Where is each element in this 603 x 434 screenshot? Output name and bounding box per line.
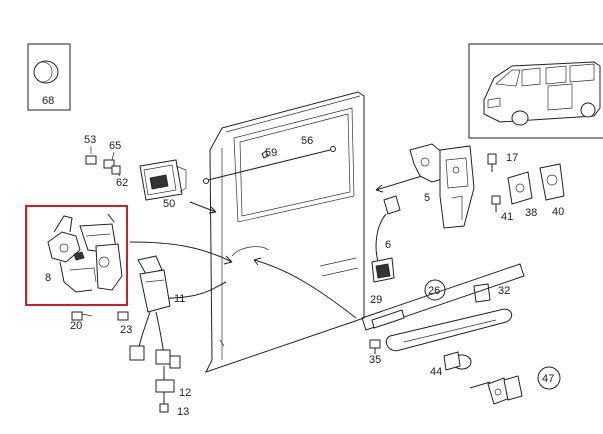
door-panel bbox=[205, 91, 365, 373]
part-6-cable: 6 bbox=[375, 195, 401, 263]
label-65: 65 bbox=[109, 140, 121, 152]
label-23: 23 bbox=[120, 324, 132, 336]
label-13: 13 bbox=[177, 406, 189, 418]
leader-5 bbox=[375, 175, 423, 191]
label-56: 56 bbox=[301, 135, 313, 147]
label-47: 47 bbox=[542, 373, 554, 385]
label-44: 44 bbox=[430, 366, 442, 378]
label-12: 12 bbox=[179, 387, 191, 399]
part-68-cap-inset: 68 bbox=[27, 43, 71, 111]
part-35-screw: 35 bbox=[369, 339, 381, 366]
label-11: 11 bbox=[174, 293, 185, 305]
part-26-32: 26 32 bbox=[424, 279, 510, 303]
label-5: 5 bbox=[424, 192, 430, 204]
arrows bbox=[208, 184, 384, 319]
part-44-cylinder: 44 bbox=[430, 351, 472, 378]
label-50: 50 bbox=[163, 198, 175, 210]
part-29-housing: 29 bbox=[370, 257, 395, 306]
outer-handle-assembly bbox=[361, 263, 525, 352]
highlight-box-part-8 bbox=[25, 205, 128, 306]
label-17: 17 bbox=[506, 152, 518, 164]
leader-50 bbox=[189, 201, 217, 213]
part-5-door-lock: 5 bbox=[409, 143, 475, 229]
part-56-rod: 59 56 bbox=[203, 135, 336, 184]
label-59: 59 bbox=[265, 147, 277, 159]
label-20: 20 bbox=[70, 320, 82, 332]
label-8: 8 bbox=[45, 272, 51, 284]
part-11-actuator: 11 bbox=[137, 255, 185, 313]
label-38: 38 bbox=[525, 207, 537, 219]
label-41: 41 bbox=[501, 211, 513, 223]
part-50-inner-handle: 50 bbox=[139, 159, 187, 210]
label-32: 32 bbox=[498, 285, 510, 297]
part-23-clip: 23 bbox=[117, 311, 132, 336]
label-62: 62 bbox=[116, 177, 128, 189]
part-8-lock-mechanism: 8 bbox=[45, 213, 123, 293]
part-47-keys: 47 bbox=[469, 366, 561, 405]
label-68: 68 bbox=[42, 95, 54, 107]
part-53-65-62-fasteners: 53 65 62 bbox=[84, 134, 128, 189]
label-29: 29 bbox=[370, 294, 382, 306]
part-13-wiring-harness: 12 13 bbox=[129, 311, 191, 418]
part-41-38-40-striker: 41 38 40 bbox=[491, 163, 565, 223]
label-35: 35 bbox=[369, 354, 381, 366]
leader-8 bbox=[129, 241, 233, 263]
label-6: 6 bbox=[385, 239, 391, 251]
part-20-screw: 20 bbox=[70, 311, 93, 332]
label-53: 53 bbox=[84, 134, 96, 146]
van-inset bbox=[468, 43, 603, 139]
part-17-bolt: 17 bbox=[487, 152, 518, 172]
label-40: 40 bbox=[552, 206, 564, 218]
